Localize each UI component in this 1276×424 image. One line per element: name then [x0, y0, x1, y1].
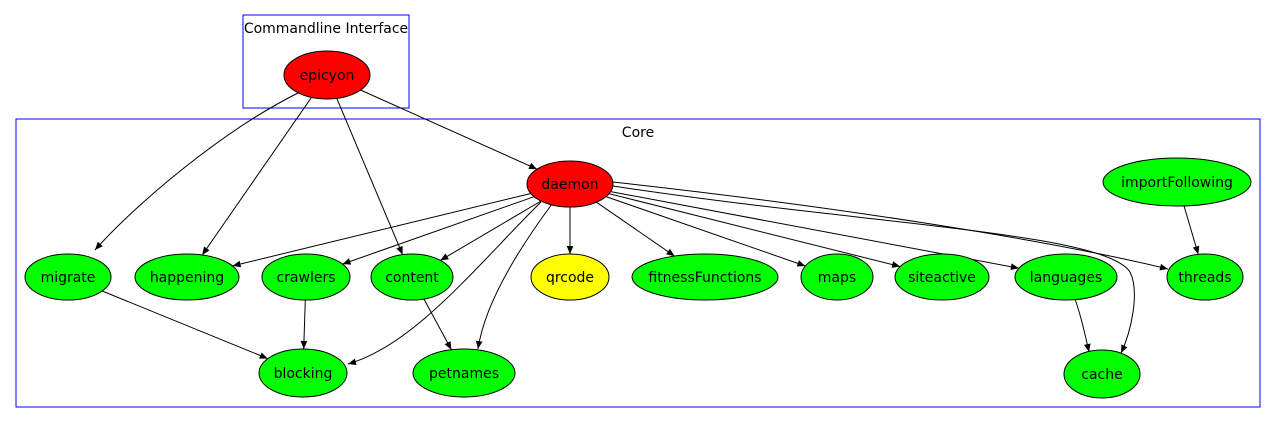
- node-epicyon-label: epicyon: [300, 68, 355, 84]
- node-happening: [134, 253, 240, 301]
- edge-daemon-cache: [612, 185, 1135, 354]
- cluster-core-label: Core: [622, 125, 654, 141]
- edge-crawlers-blocking: [300, 299, 308, 350]
- node-threads-label: threads: [1178, 270, 1231, 286]
- node-petnames-label: petnames: [429, 366, 499, 382]
- node-content: [370, 253, 454, 301]
- edge-content-petnames: [423, 298, 452, 350]
- node-maps: [800, 253, 874, 301]
- node-epicyon: [283, 50, 371, 100]
- edge-daemon-crawlers: [342, 196, 535, 265]
- edge-languages-cache: [1074, 298, 1091, 353]
- node-maps-label: maps: [818, 270, 856, 286]
- edge-daemon-maps: [605, 196, 806, 267]
- nodes-layer: epicyon daemon importFollowing migrate happe…: [24, 50, 1252, 399]
- node-cache-label: cache: [1081, 367, 1122, 383]
- node-daemon-label: daemon: [541, 177, 598, 193]
- node-qrcode: [530, 253, 610, 301]
- edge-daemon-content: [440, 200, 542, 261]
- edge-daemon-threads: [612, 181, 1169, 271]
- node-blocking-label: blocking: [274, 366, 333, 382]
- edges-layer: [94, 89, 1200, 366]
- node-fitnessFunctions-label: fitnessFunctions: [648, 270, 761, 286]
- edge-epicyon-happening: [201, 97, 312, 256]
- cluster-cli-label: Commandline Interface: [244, 21, 408, 37]
- node-migrate-label: migrate: [41, 270, 96, 286]
- node-daemon: [526, 160, 614, 208]
- cluster-cli-box: [242, 14, 410, 109]
- node-importFollowing: [1102, 157, 1252, 207]
- edge-epicyon-content: [336, 98, 404, 255]
- node-crawlers: [261, 253, 351, 301]
- node-blocking: [258, 348, 348, 398]
- node-happening-label: happening: [150, 270, 224, 286]
- node-content-label: content: [385, 270, 439, 286]
- edge-daemon-siteactive: [608, 193, 901, 268]
- node-languages: [1014, 253, 1118, 301]
- node-crawlers-label: crawlers: [276, 270, 335, 286]
- node-migrate: [24, 253, 112, 301]
- node-petnames: [412, 348, 516, 398]
- node-qrcode-label: qrcode: [546, 270, 594, 286]
- edge-daemon-fitnessFunctions: [596, 201, 675, 257]
- edge-epicyon-daemon: [360, 89, 538, 170]
- edge-daemon-blocking: [347, 201, 542, 366]
- node-threads: [1166, 253, 1244, 301]
- edge-daemon-petnames: [475, 203, 553, 350]
- node-siteactive-label: siteactive: [908, 270, 976, 286]
- node-languages-label: languages: [1030, 270, 1102, 286]
- cluster-core-box: [15, 118, 1261, 408]
- node-importFollowing-label: importFollowing: [1121, 175, 1233, 191]
- node-fitnessFunctions: [631, 253, 779, 301]
- edge-importFollowing-threads: [1183, 205, 1200, 255]
- edge-epicyon-migrate: [94, 92, 299, 251]
- node-cache: [1063, 349, 1141, 399]
- edge-migrate-blocking: [102, 290, 268, 360]
- node-siteactive: [894, 253, 990, 301]
- edge-daemon-happening: [232, 193, 531, 268]
